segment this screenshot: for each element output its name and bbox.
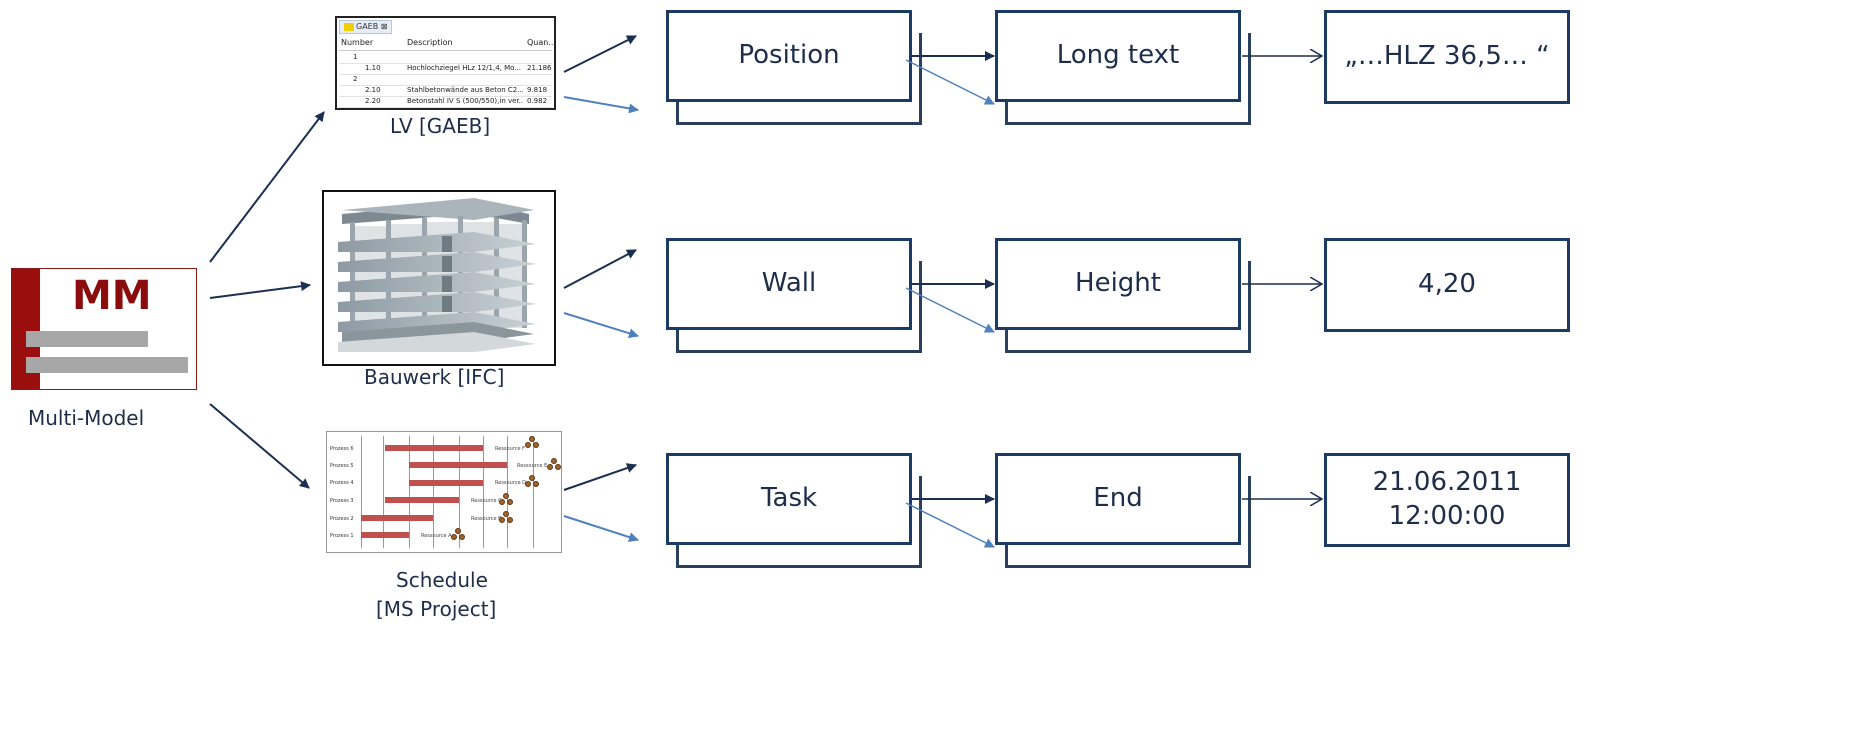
resource-label: Ressource D (495, 480, 526, 486)
value-text: „…HLZ 36,5… “ (1344, 41, 1550, 72)
value-text: 4,20 (1418, 269, 1476, 300)
entity-box-wall: Wall (666, 238, 912, 330)
attribute-box-end: End (995, 453, 1241, 545)
arrow-ifc-dark (563, 249, 637, 289)
logo-gray-line (26, 331, 148, 347)
gantt-bar (409, 462, 507, 468)
gaeb-header: Number Description Quan... (339, 38, 554, 51)
gantt-bar (385, 445, 483, 451)
arrow-lv-dark (563, 35, 637, 73)
process-label: Prozess 1 (330, 533, 354, 539)
logo-text: MM (72, 273, 152, 319)
resource-label: Ressource C (471, 498, 502, 504)
table-row: 2.20 Betonstahl IV S (500/550),in ver...… (339, 97, 552, 108)
schedule-caption-line1: Schedule (396, 568, 488, 592)
table-row: 1 (339, 53, 552, 64)
value-text: 21.06.2011 (1372, 467, 1522, 498)
resource-label: Ressource F (495, 446, 525, 452)
multi-model-label: Multi-Model (28, 406, 145, 430)
attribute-box-height: Height (995, 238, 1241, 330)
gantt-gridline (459, 436, 460, 548)
gantt-gridline (507, 436, 508, 548)
multi-model-logo: MM (11, 268, 197, 390)
resource-label: Ressource A (421, 533, 452, 539)
attribute-box-long-text: Long text (995, 10, 1241, 102)
lv-caption: LV [GAEB] (390, 114, 491, 138)
table-row: 2.10 Stahlbetonwände aus Beton C2... 9.8… (339, 86, 552, 97)
arrow-lv-blue (563, 96, 639, 114)
entity-box-position: Position (666, 10, 912, 102)
gantt-gridline (533, 436, 534, 548)
resource-label: Ressource E (517, 463, 548, 469)
process-label: Prozess 4 (330, 480, 354, 486)
gantt-gridline (383, 436, 384, 548)
ifc-building-image (322, 190, 556, 366)
gantt-gridline (433, 436, 434, 548)
table-row: 1.10 Hochlochziegel HLz 12/1,4, Mo... 21… (339, 64, 552, 75)
gantt-bar (409, 480, 483, 486)
gaeb-tab: GAEB ⊠ (339, 20, 393, 34)
gantt-bar (361, 532, 409, 538)
gaeb-thumbnail: GAEB ⊠ Number Description Quan... 1 1.10… (335, 16, 556, 110)
gantt-bar (385, 497, 459, 503)
gaeb-logo-icon (344, 22, 354, 31)
arrow-mm-to-schedule (209, 403, 310, 489)
resource-icon (525, 436, 539, 448)
gantt-gridline (409, 436, 410, 548)
process-label: Prozess 3 (330, 498, 354, 504)
entity-box-task: Task (666, 453, 912, 545)
schedule-caption-line2: [MS Project] (376, 597, 497, 621)
resource-icon (499, 511, 513, 523)
schedule-gantt-thumbnail: Prozess 6 Prozess 5 Prozess 4 Prozess 3 … (326, 431, 562, 553)
process-label: Prozess 2 (330, 516, 354, 522)
gantt-gridline (483, 436, 484, 548)
arrow-mm-to-ifc (209, 281, 311, 299)
table-row: 2 (339, 75, 552, 86)
process-label: Prozess 6 (330, 446, 354, 452)
resource-label: Ressource B (471, 516, 502, 522)
arrow-entity-to-attribute-blue (905, 59, 995, 105)
value-text-line2: 12:00:00 (1388, 501, 1506, 531)
arrow-mm-to-lv (209, 111, 325, 263)
building-model-icon (338, 198, 536, 352)
arrow-ifc-blue (563, 312, 639, 339)
logo-gray-line (26, 357, 188, 373)
resource-icon (499, 493, 513, 505)
value-box-long-text: „…HLZ 36,5… “ (1324, 10, 1570, 104)
gantt-bar (361, 515, 433, 521)
resource-icon (451, 528, 465, 540)
gantt-gridline (361, 436, 362, 548)
resource-icon (525, 475, 539, 487)
resource-icon (547, 458, 561, 470)
arrow-entity-to-attribute-blue (905, 502, 995, 548)
ifc-caption: Bauwerk [IFC] (364, 365, 505, 389)
arrow-entity-to-attribute-blue (905, 287, 995, 333)
process-label: Prozess 5 (330, 463, 354, 469)
arrow-sched-blue (563, 515, 639, 542)
arrow-sched-dark (563, 463, 637, 491)
value-box-height: 4,20 (1324, 238, 1570, 332)
